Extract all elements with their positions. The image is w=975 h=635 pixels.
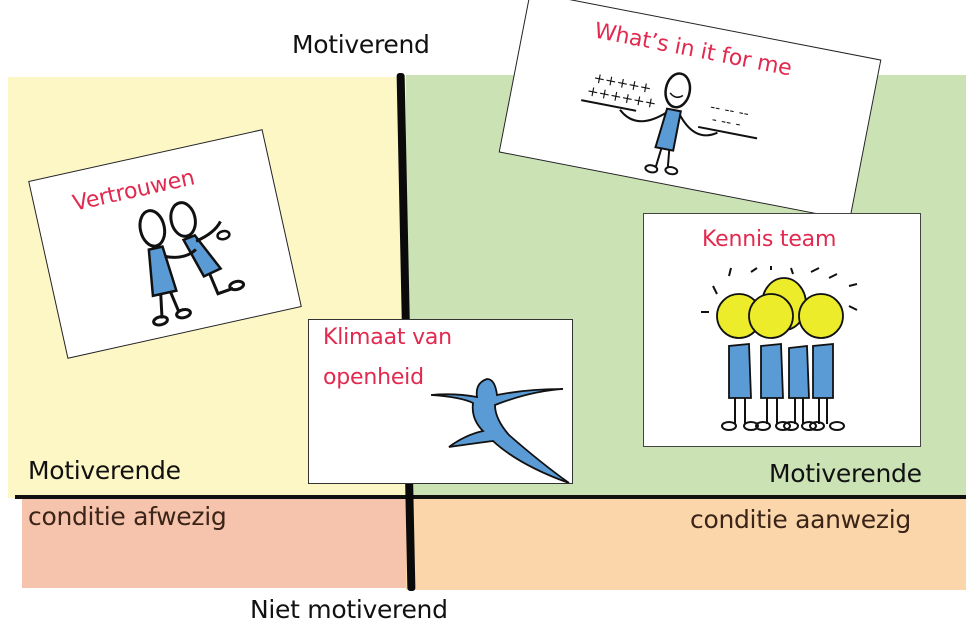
svg-text:- -- -: - -- - [710,112,742,133]
card-title-line1: Klimaat van [323,325,452,350]
x-axis-right-label-line1: Motiverende [769,459,922,488]
leaping-figure-icon [431,378,570,483]
horizontal-axis [15,495,966,499]
y-axis-bottom-label: Niet motiverend [250,595,448,624]
x-axis-left-label-line1: Motiverende [28,456,181,485]
lightbulb-team-icon [701,266,858,431]
card-kennis-team: Kennis team [643,213,921,447]
quadrant-bottom-left [22,498,406,588]
stick-figure-weighing-icon: +++++ ++++++ -- -- -- - -- - [580,70,758,176]
card-vertrouwen: Vertrouwen [28,129,302,359]
card-title: Kennis team [702,227,837,252]
card-title-line2: openheid [323,365,424,390]
x-axis-right-label-line2: conditie aanwezig [690,505,911,534]
svg-text:-- -- --: -- -- -- [709,99,751,122]
card-whats-in-it-for-me: What’s in it for me +++++ ++++++ -- -- -… [498,0,882,221]
y-axis-top-label: Motiverend [292,30,430,59]
quadrant-bottom-right [406,498,966,590]
card-klimaat-van-openheid: Klimaat van openheid [308,319,573,484]
x-axis-left-label-line2: conditie afwezig [28,502,227,531]
two-stick-figures-icon [138,201,246,327]
